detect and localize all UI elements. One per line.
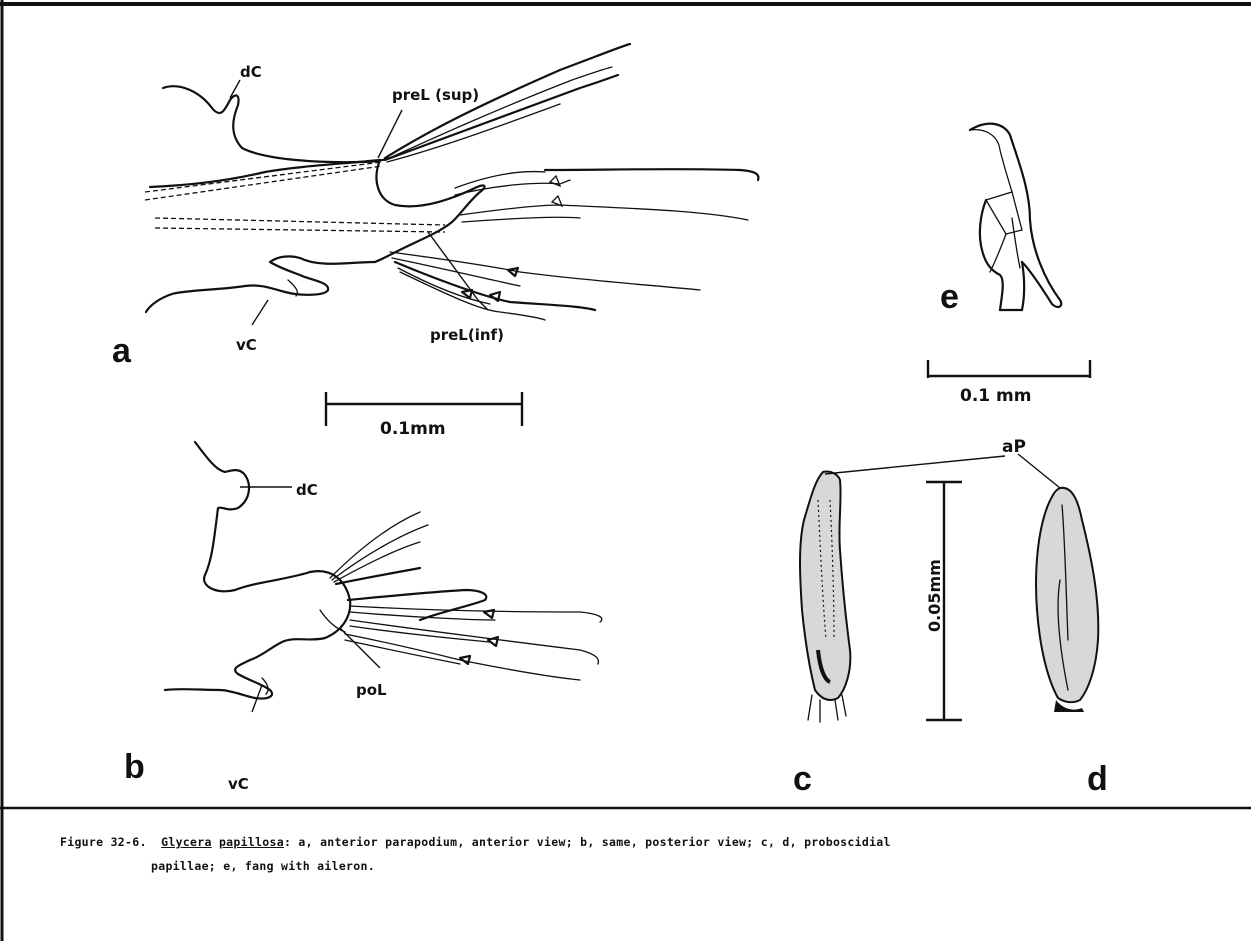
panel-e-letter: e [940,278,959,316]
caption-genus: Glycera [161,835,212,849]
scale-label-ab: 0.1mm [380,419,446,439]
caption-line-2: papillae; e, fang with aileron. [60,854,1210,878]
panel-d-letter: d [1087,760,1108,798]
scale-label-e: 0.1 mm [960,386,1031,406]
label-a-ventral-cirrus: vC [236,336,257,354]
label-b-dorsal-cirrus: dC [296,481,318,499]
caption-species: papillosa [219,835,284,849]
caption-line-1: Figure 32-6. Glycera papillosa: a, anter… [60,830,1210,854]
label-b-postsetal-lobe: poL [356,681,387,699]
panel-b-letter: b [124,748,145,786]
leader-aP-c [825,456,1005,474]
parapodium-posterior-view [165,442,602,712]
label-a-presetal-lobe-inferior: preL(inf) [430,326,504,344]
proboscidial-papilla-d [1036,488,1098,712]
caption-text-line-1: : a, anterior parapodium, anterior view;… [284,835,891,849]
panel-a-letter: a [112,332,132,370]
figure-caption: Figure 32-6. Glycera papillosa: a, anter… [60,830,1210,878]
proboscidial-papilla-c [800,471,850,722]
label-b-ventral-cirrus: vC [228,775,249,793]
label-apical-papilla: aP [1002,437,1026,457]
scale-label-cd: 0.05mm [925,559,944,632]
caption-figure-number: Figure 32-6. [60,835,147,849]
panel-c-letter: c [793,760,812,798]
leader-aP-d [1018,454,1060,488]
label-a-dorsal-cirrus: dC [240,63,262,81]
scale-bar-e [928,360,1090,378]
label-a-presetal-lobe-superior: preL (sup) [392,86,479,104]
fang-with-aileron [970,124,1061,310]
